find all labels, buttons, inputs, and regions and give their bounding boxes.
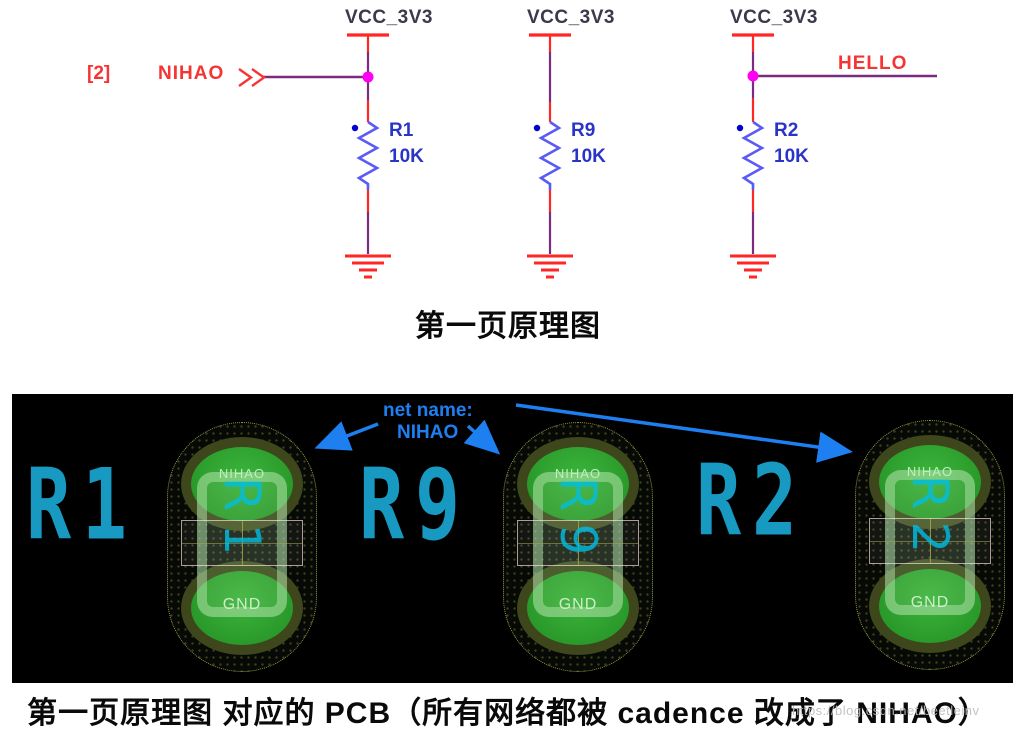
value-r9: 10K [571, 146, 606, 167]
footprint-r2: R2 NIHAO GND [855, 420, 1005, 670]
net-label-hello: HELLO [838, 53, 908, 74]
power-net-label-3: VCC_3V3 [730, 7, 818, 28]
schematic-column-r2 [728, 33, 937, 279]
value-r1: 10K [389, 146, 424, 167]
pcb-refdes-big-r2: R2 [696, 443, 809, 559]
watermark: https://blog.csdn.net/beetleinv [792, 703, 980, 718]
refdes-r2: R2 [774, 120, 799, 141]
value-r2: 10K [774, 146, 809, 167]
placement-crosshair [181, 520, 303, 566]
annotation-arrow-left [314, 421, 379, 451]
junction-dot [362, 71, 374, 83]
component-body [885, 470, 975, 615]
resistor-labels-r2: R2 10K [774, 118, 809, 170]
offpage-connector-icon [238, 68, 267, 87]
refdes-r9: R9 [571, 120, 596, 141]
power-net-label-1: VCC_3V3 [345, 7, 433, 28]
pcb-screenshot-panel: R1 R9 R2 R1 NIHAO GND R9 NIHAO GND R2 NI… [12, 394, 1013, 683]
pad-net-label: GND [558, 596, 598, 613]
annotation-line2: NIHAO [397, 422, 459, 443]
refdes-r1: R1 [389, 120, 414, 141]
pcb-refdes-big-r1: R1 [26, 447, 139, 563]
pad-net-label: GND [910, 594, 950, 611]
resistor-labels-r1: R1 10K [389, 118, 424, 170]
pad-net-label: NIHAO [554, 466, 602, 481]
schematic-section: [2] NIHAO HELLO VCC_3V3 VCC_3V3 VCC_3V3 … [87, 7, 937, 279]
footprint-r1: R1 NIHAO GND [167, 422, 317, 672]
pad-net-label: NIHAO [218, 466, 266, 481]
footprint-r9: R9 NIHAO GND [503, 422, 653, 672]
schematic-column-r1 [238, 33, 393, 279]
pcb-refdes-big-r9: R9 [359, 447, 472, 563]
annotation-line1: net name: [383, 400, 473, 421]
pcb-caption: 第一页原理图 对应的 PCB（所有网络都被 cadence 改成了 NIHAO） [27, 697, 989, 730]
junction-dot [747, 70, 759, 82]
net-label-nihao: NIHAO [158, 63, 225, 84]
net-name-annotation: net name: NIHAO [383, 400, 473, 444]
component-body [533, 472, 623, 617]
schematic-wires-canvas [238, 33, 937, 279]
schematic-column-r9 [525, 33, 575, 279]
schematic-caption: 第一页原理图 [415, 310, 601, 343]
pad-net-label: GND [222, 596, 262, 613]
placement-crosshair [517, 520, 639, 566]
power-net-label-2: VCC_3V3 [527, 7, 615, 28]
placement-crosshair [869, 518, 991, 564]
pad-net-label: NIHAO [906, 464, 954, 479]
resistor-labels-r9: R9 10K [571, 118, 606, 170]
page-reference: [2] [87, 63, 111, 84]
